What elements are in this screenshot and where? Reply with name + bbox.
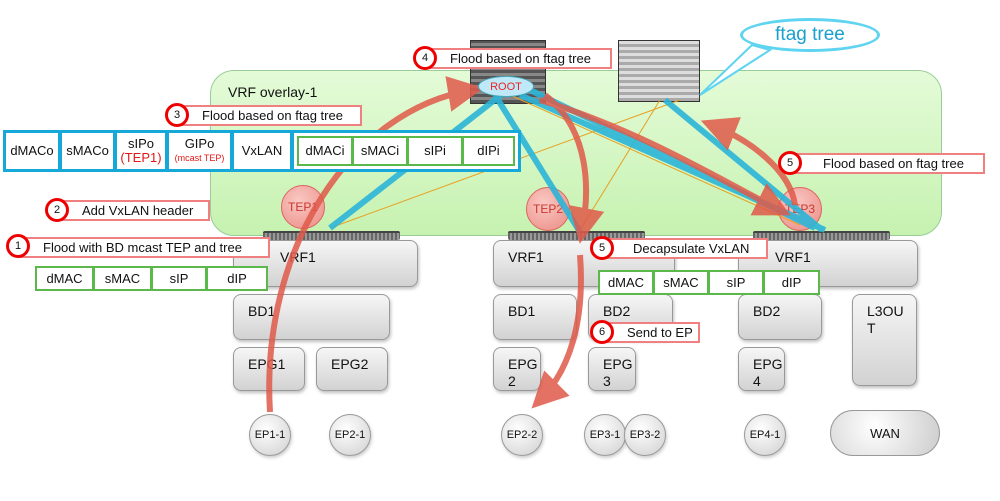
- flood-arrow-ep1-to-root: [266, 76, 484, 413]
- field-smaci: sMACi: [354, 138, 406, 164]
- step-5-flood-number: 5: [778, 151, 802, 175]
- field-sipo: sIPo(TEP1): [117, 133, 165, 169]
- step-3-number: 3: [165, 103, 189, 127]
- vrf-overlay-label: VRF overlay-1: [228, 84, 318, 100]
- field-vxlan: VxLAN: [234, 133, 290, 169]
- field-sip: sIP: [153, 268, 205, 289]
- root-badge: ROOT: [478, 76, 534, 97]
- step-6-label: Send to EP: [603, 322, 700, 343]
- leaf3-epg4: EPG 4: [738, 347, 785, 391]
- step-4-number: 4: [413, 46, 437, 70]
- flood-arrow-tep3-to-spine2: [700, 117, 798, 206]
- step-6-number: 6: [590, 320, 614, 344]
- step-2-label: Add VxLAN header: [58, 200, 210, 221]
- field-dmaci: dMACi: [299, 138, 351, 164]
- field-smaco: sMACo: [62, 133, 113, 169]
- original-frame-ingress: dMAC sMAC sIP dIP: [35, 266, 268, 291]
- field-gipo-value: (mcast TEP): [174, 153, 225, 163]
- leaf1-bd1: BD1: [233, 294, 390, 340]
- step-1-number: 1: [6, 234, 30, 258]
- field-smac: sMAC: [655, 272, 707, 293]
- leaf2-bd1: BD1: [493, 294, 577, 340]
- field-gipo-label: GIPo: [184, 136, 215, 151]
- ftag-tree-callout: ftag tree: [740, 18, 880, 52]
- step-1-label: Flood with BD mcast TEP and tree: [19, 237, 270, 258]
- vxlan-packet-header: dMACo sMACo sIPo(TEP1) GIPo (mcast TEP) V…: [3, 130, 521, 172]
- step-4-label: Flood based on ftag tree: [426, 48, 612, 69]
- field-dipi: dIPi: [464, 138, 513, 164]
- endpoint-ep3-1: EP3-1: [584, 414, 626, 456]
- field-dmac: dMAC: [600, 272, 652, 293]
- endpoint-ep1-1: EP1-1: [249, 414, 291, 456]
- field-sipo-value: (TEP1): [120, 150, 162, 165]
- leaf1-epg2: EPG2: [316, 347, 388, 391]
- original-frame-egress: dMAC sMAC sIP dIP: [598, 270, 820, 295]
- leaf3-l3out: L3OUT: [852, 294, 917, 386]
- leaf-switch-3: [753, 231, 890, 240]
- field-dip: dIP: [765, 272, 818, 293]
- field-gipo: GIPo (mcast TEP): [169, 133, 230, 169]
- endpoint-ep2-1: EP2-1: [329, 414, 371, 456]
- tree-link-thin: [509, 94, 801, 226]
- step-2-number: 2: [45, 198, 69, 222]
- flood-arrow-tep2-to-ep2-2: [531, 254, 584, 409]
- inner-frame: dMACi sMACi sIPi dIPi: [297, 136, 515, 166]
- leaf-switch-1: [263, 231, 400, 240]
- field-dmac: dMAC: [37, 268, 92, 289]
- field-smac: sMAC: [95, 268, 150, 289]
- flood-arrow-root-to-tep3: [539, 97, 791, 216]
- field-dip: dIP: [208, 268, 266, 289]
- field-sip: sIP: [710, 272, 762, 293]
- field-dmaco: dMACo: [6, 133, 58, 169]
- step-5-flood-label: Flood based on ftag tree: [791, 153, 985, 174]
- step-5-decap-number: 5: [590, 236, 614, 260]
- leaf3-bd2: BD2: [738, 294, 822, 340]
- step-5-decap-label: Decapsulate VxLAN: [603, 238, 768, 259]
- endpoint-ep2-2: EP2-2: [501, 414, 543, 456]
- wan-cloud: WAN: [830, 410, 940, 456]
- endpoint-ep4-1: EP4-1: [744, 414, 786, 456]
- field-sipo-label: sIPo: [127, 136, 154, 151]
- field-sipi: sIPi: [409, 138, 461, 164]
- tree-link-tep2-root: [492, 93, 583, 234]
- endpoint-ep3-2: EP3-2: [624, 414, 666, 456]
- step-3-label: Flood based on ftag tree: [178, 105, 362, 126]
- tree-link-spine2-tep3: [663, 97, 824, 233]
- leaf2-epg3: EPG 3: [588, 347, 636, 391]
